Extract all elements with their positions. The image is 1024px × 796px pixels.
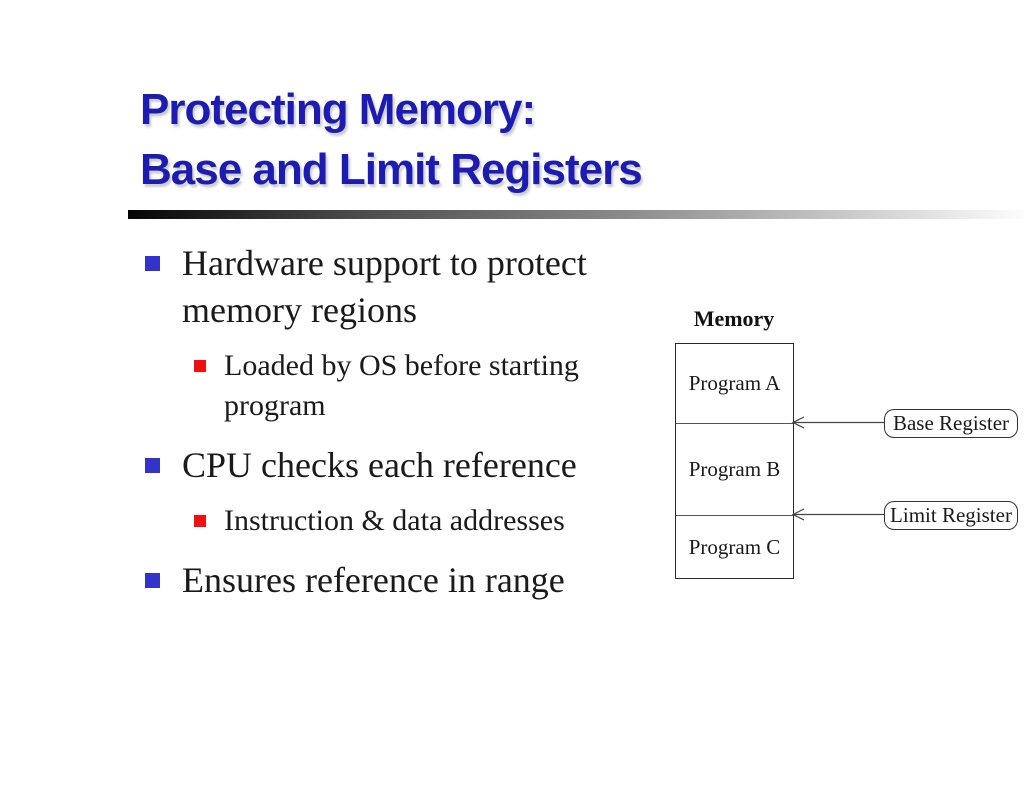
base-register-label-box: Base Register [884,409,1018,438]
list-subitem: Instruction & data addresses [190,501,685,541]
list-subitem-text: Instruction & data addresses [224,504,565,537]
blue-square-bullet-icon [145,458,160,473]
base-register-arrowhead-icon [791,416,805,429]
list-item-text: Hardware support to protect memory regio… [182,243,587,330]
list-item: Hardware support to protect memory regio… [140,240,685,334]
list-subitem-text: Loaded by OS before starting program [224,349,579,422]
memory-diagram-title: Memory [693,306,775,331]
list-item: Ensures reference in range [140,557,685,604]
red-square-bullet-icon [194,515,206,527]
memory-section-program-b: Program B [676,424,793,516]
memory-section-program-c: Program C [688,534,781,559]
limit-register-arrowhead-icon [791,508,805,521]
limit-register-label-box: Limit Register [884,501,1018,530]
list-subitem: Loaded by OS before starting program [190,346,685,426]
bullet-list: Hardware support to protect memory regio… [140,240,685,616]
memory-box: Program A Program B Program C [675,343,794,579]
slide-title-line-2: Base and Limit Registers [140,145,643,194]
slide-title-line-1: Protecting Memory: [140,85,536,134]
memory-section-program-a: Program A [676,344,793,424]
slide-title: Protecting Memory: Base and Limit Regist… [140,80,643,200]
red-square-bullet-icon [194,360,206,372]
list-item: CPU checks each reference [140,442,685,489]
blue-square-bullet-icon [145,573,160,588]
list-item-text: CPU checks each reference [182,445,577,485]
title-divider-gradient-bar [128,210,1024,219]
blue-square-bullet-icon [145,256,160,271]
list-item-text: Ensures reference in range [182,560,565,600]
